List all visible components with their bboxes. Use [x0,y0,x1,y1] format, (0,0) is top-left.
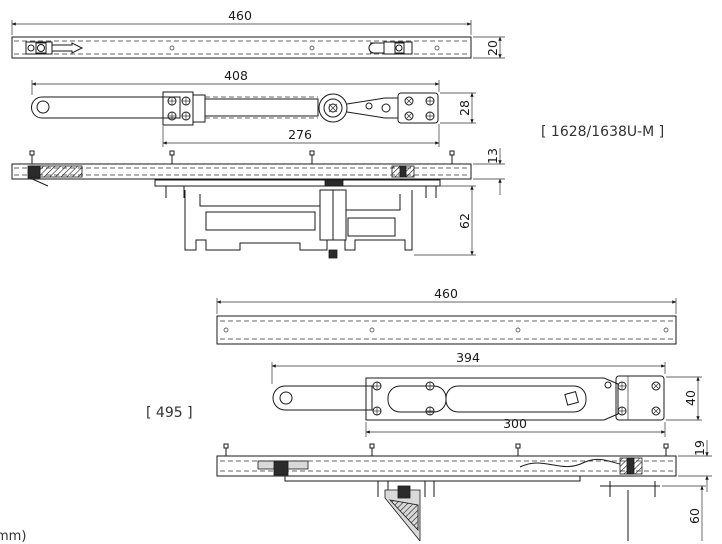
model-a-arm-offset-text: 276 [288,127,312,142]
model-a-side-view [11,150,472,259]
model-a-rail-length-text: 460 [228,8,252,23]
model-b-dim-side-depth: 60 [662,485,706,541]
model-a-dim-rail-length: 460 [11,8,472,35]
model-b-dim-side-top: 19 [678,440,712,492]
model-b-side-top-text: 19 [692,440,707,456]
model-a-arm-view [31,91,439,126]
model-b-dim-rail-length: 460 [216,286,677,314]
model-a-side-top-text: 13 [485,148,500,164]
model-a-dim-arm-height: 28 [440,92,476,124]
model-a-dim-rail-height: 20 [473,36,505,59]
model-b-dim-arm-length: 394 [271,350,666,384]
model-a-side-depth-text: 62 [457,213,472,229]
model-a-label: [ 1628/1638U-M ] [541,124,665,140]
model-b-arm-height-text: 40 [683,390,698,406]
model-a-dim-arm-length: 408 [31,68,440,95]
model-b-side-depth-text: 60 [687,508,702,524]
model-b-arm-offset-text: 300 [503,416,527,431]
model-b-side-view [216,443,677,541]
model-a-arm-length-text: 408 [224,68,248,83]
model-b-label: [ 495 ] [146,405,193,421]
model-b-arm-length-text: 394 [456,350,480,365]
model-a-rail-top-view [11,36,472,59]
model-b-rail-length-text: 460 [434,286,458,301]
model-a-rail-height-text: 20 [485,40,500,56]
model-a-arm-height-text: 28 [457,100,472,116]
unit-note: mm) [0,529,27,544]
model-b-arm-view [272,375,665,421]
model-b-rail-top-view [216,315,677,345]
model-a-dim-side-depth: 62 [414,185,476,256]
model-b-dim-arm-height: 40 [666,376,702,421]
model-a-dim-side-top: 13 [473,148,505,195]
model-b-dim-arm-offset: 300 [365,416,666,437]
model-a-dim-arm-offset: 276 [162,124,440,147]
